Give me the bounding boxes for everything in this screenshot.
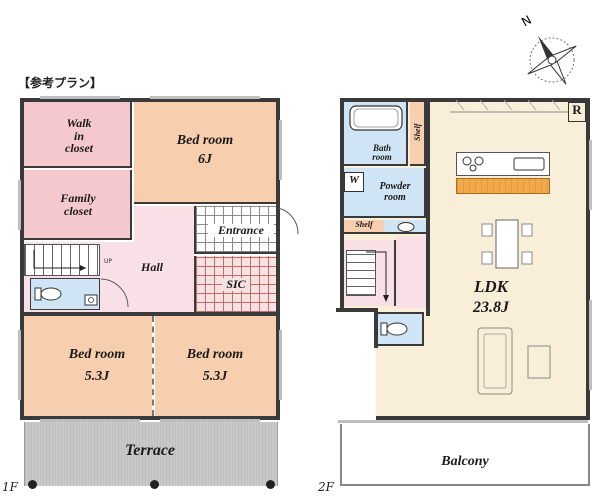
shelf-vertical — [410, 102, 426, 166]
hall-2f — [396, 236, 426, 308]
toilet-icon — [380, 322, 408, 336]
bathtub-icon — [349, 105, 403, 131]
wall-1f-middle — [24, 312, 276, 316]
walk-in-closet — [24, 102, 132, 168]
powder-room-label: Powder room — [379, 181, 411, 203]
kitchen-island — [456, 178, 550, 194]
floor-1-label: 1F — [2, 480, 18, 494]
window-mark — [160, 419, 260, 422]
floor2-void — [338, 312, 376, 422]
balcony — [340, 424, 590, 486]
bath-room-label: Bath room — [372, 143, 392, 163]
bedroom-bottom-left — [24, 316, 152, 416]
stairs-arrow-icon — [33, 250, 86, 271]
stairs-2f-steps — [346, 250, 376, 296]
ldk-size: 23.8J — [473, 299, 509, 316]
bedroom-bottom-left-size: 5.3J — [84, 369, 110, 384]
window-mark — [40, 96, 120, 99]
ldk-label: LDK — [474, 277, 508, 296]
window-mark — [150, 96, 260, 99]
shelf-horizontal — [344, 220, 384, 234]
bedroom-top — [134, 102, 276, 204]
floor-1-plan: Walk in closet Family closet Bed room 6J… — [2, 96, 299, 494]
compass-rose-icon — [527, 35, 577, 85]
wall-2f-inner — [426, 102, 430, 316]
window-mark — [589, 140, 592, 210]
terrace-label: Terrace — [124, 442, 176, 459]
shelf-horizontal-label: Shelf — [355, 220, 373, 229]
window-mark — [18, 180, 21, 230]
window-mark — [279, 330, 282, 400]
terrace-post — [266, 480, 275, 489]
family-closet-label: Family closet — [60, 191, 96, 218]
kitchen-sink-icon — [513, 157, 545, 171]
bedroom-bottom-right-label: Bed room — [186, 347, 244, 362]
shelf-vertical-label: Shelf — [412, 123, 422, 141]
window-strip — [450, 99, 570, 113]
terrace-post — [28, 480, 37, 489]
entrance-label: Entrance — [208, 224, 274, 237]
dining-table-icon — [481, 219, 533, 269]
door-swing-icon — [100, 278, 129, 308]
family-closet — [24, 170, 132, 240]
window-mark — [18, 330, 21, 400]
stairs-arrow-icon — [366, 251, 389, 302]
bedroom-bottom-right-size: 5.3J — [202, 369, 228, 384]
window-mark — [338, 420, 588, 423]
roof-access-box — [568, 102, 586, 122]
partition-dashed — [152, 316, 154, 416]
terrace — [24, 422, 278, 486]
hall-upper — [134, 206, 194, 246]
sic-label: SIC — [222, 278, 250, 291]
coffee-table-icon — [527, 345, 551, 379]
sofa-icon — [477, 327, 513, 395]
wall-2f-void — [336, 308, 378, 312]
toilet-icon — [34, 287, 62, 301]
up-label: UP — [104, 258, 113, 265]
roof-access-label: R — [572, 102, 582, 117]
window-mark — [40, 419, 140, 422]
washer-label: W — [349, 174, 359, 186]
sink-icon — [84, 294, 98, 306]
bedroom-bottom-left-label: Bed room — [68, 347, 126, 362]
stairs-1f — [24, 244, 100, 276]
floor-2-label: 2F — [318, 480, 334, 494]
cooktop-icon — [462, 156, 484, 172]
hall-label: Hall — [140, 260, 163, 274]
walk-in-closet-label: Walk in closet — [65, 116, 93, 156]
sink-icon — [397, 222, 415, 232]
bedroom-top-label: Bed room — [176, 133, 234, 148]
bedroom-top-size: 6J — [198, 152, 212, 167]
front-door-icon — [277, 207, 299, 238]
balcony-label: Balcony — [441, 454, 489, 469]
bedroom-bottom-right — [155, 316, 276, 416]
window-mark — [279, 120, 282, 180]
window-mark — [589, 300, 592, 390]
terrace-post — [150, 480, 159, 489]
washer-icon — [344, 172, 364, 192]
plan-label: 【参考プラン】 — [18, 76, 103, 90]
